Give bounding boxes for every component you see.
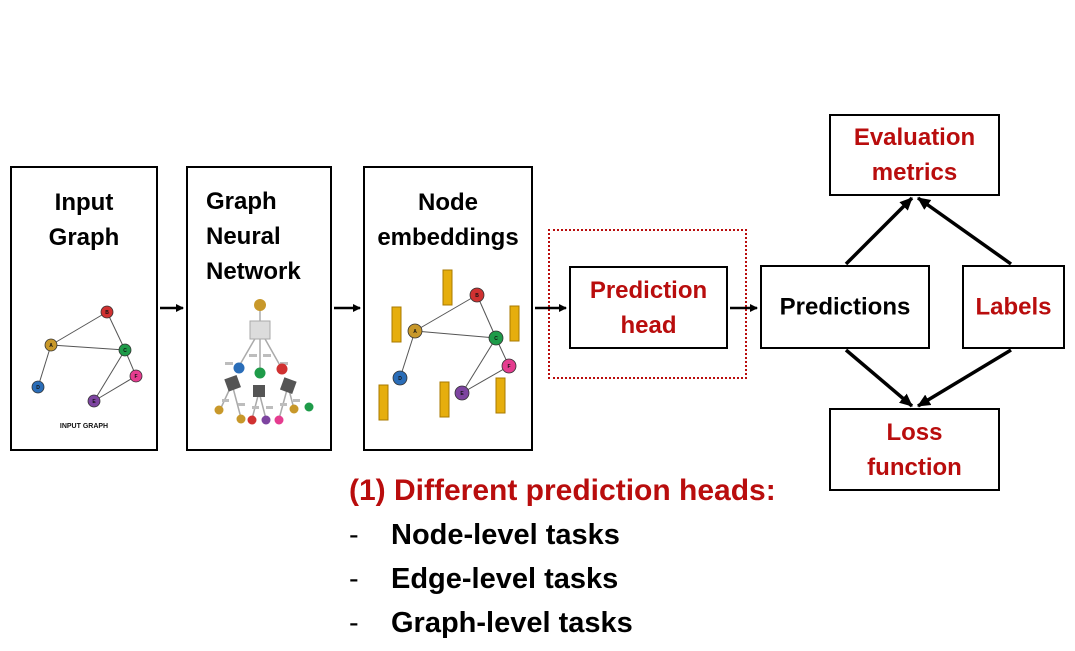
input-graph-node-a [44, 338, 57, 351]
embedding-vector [495, 377, 505, 413]
prediction-heads-title: (1) Different prediction heads: [349, 474, 776, 507]
gnn-title: Graph Neural Network [206, 188, 301, 285]
loss-function-box: Loss function [829, 408, 1000, 491]
arrow-predictions-to-loss [844, 348, 914, 408]
arrow-labels-to-loss [917, 348, 1012, 408]
input-graph-box: Input Graph A B C D E F INPUT GRAPH [10, 166, 158, 451]
emb-letter-b: B [475, 293, 479, 299]
input-graph-node-b [100, 305, 113, 318]
task-label: Node-level tasks [391, 519, 620, 551]
input-graph-node-e [87, 394, 100, 407]
input-graph-caption: INPUT GRAPH [59, 423, 107, 430]
prediction-head-box: Prediction head [569, 266, 728, 349]
node-letter-c: C [123, 348, 127, 354]
node-embeddings-illustration: A B C D E F [378, 269, 519, 420]
input-graph-title: Input Graph [48, 189, 120, 251]
emb-letter-d: D [398, 376, 402, 382]
emb-letter-a: A [413, 329, 417, 335]
labels-box: Labels [962, 265, 1065, 349]
task-edge-level: -Edge-level tasks [349, 563, 618, 596]
node-embeddings-title: Node embeddings [377, 189, 519, 251]
embedding-vector [378, 384, 388, 420]
emb-letter-c: C [494, 336, 498, 342]
task-node-level: -Node-level tasks [349, 519, 620, 552]
input-graph-node-c [118, 343, 131, 356]
input-graph-node-d [31, 380, 44, 393]
prediction-head-highlight [548, 229, 747, 379]
emb-letter-f: F [507, 364, 510, 370]
task-label: Edge-level tasks [391, 563, 619, 595]
bullet-dash: - [349, 563, 359, 595]
evaluation-metrics-box: Evaluation metrics [829, 114, 1000, 196]
node-letter-d: D [36, 385, 40, 391]
embedding-vector [391, 306, 401, 342]
arrow-predictions-to-metrics [844, 196, 914, 266]
gnn-box: Graph Neural Network [186, 166, 332, 451]
node-letter-a: A [49, 343, 53, 349]
node-letter-e: E [92, 399, 96, 405]
predictions-box: Predictions [760, 265, 930, 349]
bullet-dash: - [349, 607, 359, 639]
input-graph-node-f [129, 369, 142, 382]
labels-label: Labels [975, 293, 1052, 321]
emb-letter-e: E [460, 391, 464, 397]
input-graph-illustration: A B C D E F INPUT GRAPH [31, 305, 142, 430]
bullet-dash: - [349, 519, 359, 551]
node-letter-f: F [134, 374, 137, 380]
gnn-illustration [214, 298, 313, 424]
arrow-labels-to-metrics [916, 196, 1013, 266]
loss-function-label: Loss function [867, 418, 962, 481]
embedding-vector [439, 381, 449, 417]
predictions-label: Predictions [779, 293, 911, 321]
node-embeddings-box: Node embeddings A B C D E F [363, 166, 533, 451]
node-letter-b: B [105, 310, 109, 316]
prediction-head-label: Prediction head [589, 276, 708, 339]
embedding-vector [442, 269, 452, 305]
embedding-vector [509, 305, 519, 341]
task-label: Graph-level tasks [391, 607, 633, 639]
task-graph-level: -Graph-level tasks [349, 607, 633, 640]
evaluation-metrics-label: Evaluation metrics [853, 124, 976, 186]
